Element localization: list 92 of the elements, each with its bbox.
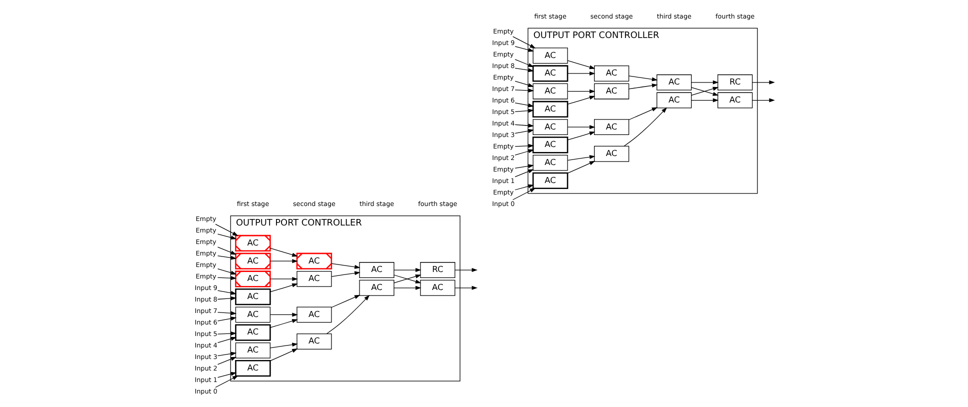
arrow xyxy=(269,348,298,362)
arrow xyxy=(216,290,236,295)
arrow xyxy=(628,76,658,82)
arrow xyxy=(216,352,236,356)
arrow xyxy=(514,80,534,88)
node-box: AC xyxy=(594,119,629,136)
arrow xyxy=(326,294,370,334)
arrow xyxy=(514,149,534,156)
node-box: AC xyxy=(420,280,455,296)
node-box: AC xyxy=(532,83,568,100)
node-box: AC xyxy=(358,280,394,296)
arrow xyxy=(752,98,774,102)
arrow xyxy=(512,188,536,200)
arrow xyxy=(269,259,298,264)
node-box: RC xyxy=(717,74,752,90)
node-box: AC xyxy=(656,74,692,90)
arrow xyxy=(623,107,667,146)
node-box: AC xyxy=(296,270,332,287)
node-box: AC xyxy=(234,324,270,341)
arrow xyxy=(690,98,718,102)
arrow xyxy=(514,128,534,134)
arrow xyxy=(216,356,236,365)
arrow xyxy=(514,46,534,52)
arrow xyxy=(214,376,238,388)
arrow xyxy=(628,107,658,120)
arrow xyxy=(690,80,718,84)
arrow xyxy=(514,169,534,178)
arrow xyxy=(752,80,774,84)
arrow xyxy=(514,108,534,113)
arrow xyxy=(566,160,595,174)
arrow xyxy=(393,268,421,272)
arrow xyxy=(216,255,236,260)
arrow xyxy=(514,68,534,72)
node-box: AC xyxy=(532,100,568,118)
arrow xyxy=(216,268,236,275)
arrow xyxy=(269,319,298,328)
arrow xyxy=(216,311,236,316)
arrow xyxy=(566,89,595,94)
node-box: AC xyxy=(594,83,629,100)
node-box: AC xyxy=(532,136,568,154)
arrow xyxy=(269,248,298,257)
arrow xyxy=(216,246,236,255)
node-box: RC xyxy=(420,262,455,278)
arrow xyxy=(566,60,595,70)
node-box: AC xyxy=(656,92,692,108)
node-box: AC xyxy=(532,65,568,82)
arrow xyxy=(216,234,236,240)
arrow xyxy=(454,286,478,290)
node-box: AC xyxy=(594,66,629,82)
arrow xyxy=(514,164,534,168)
arrow xyxy=(454,268,478,272)
arrow xyxy=(216,372,236,378)
node-box: AC xyxy=(532,48,568,64)
arrow xyxy=(514,144,534,148)
arrow xyxy=(216,336,236,344)
node-box: AC xyxy=(234,288,270,306)
arrow xyxy=(393,286,421,290)
arrow xyxy=(269,283,298,292)
arrow xyxy=(566,125,595,130)
arrow xyxy=(566,96,595,105)
arrow xyxy=(269,342,298,348)
arrow xyxy=(330,271,360,277)
arrow xyxy=(330,294,360,308)
node-box: AC xyxy=(358,262,394,278)
arrow xyxy=(330,263,360,269)
arrow xyxy=(216,316,236,322)
arrow xyxy=(512,36,536,48)
node-box: AC xyxy=(296,306,332,323)
node-box: AC xyxy=(532,154,568,171)
arrow xyxy=(216,331,236,336)
node-box: AC xyxy=(532,172,568,189)
arrow xyxy=(514,184,534,190)
arrow xyxy=(216,276,236,280)
arrow xyxy=(566,71,595,76)
node-box: AC xyxy=(234,306,270,323)
arrow xyxy=(628,84,658,90)
arrow xyxy=(514,59,534,68)
node-box: AC xyxy=(532,119,568,136)
arrow xyxy=(514,124,534,128)
arrow xyxy=(566,131,595,140)
arrow xyxy=(214,224,238,236)
arrow xyxy=(566,155,595,161)
arrow xyxy=(216,296,236,300)
arrow xyxy=(514,88,534,92)
arrow xyxy=(269,312,298,317)
arrow xyxy=(269,276,298,281)
node-box: AC xyxy=(296,334,332,350)
node-box: AC xyxy=(717,92,752,108)
node-box: AC xyxy=(234,360,270,377)
node-box: AC xyxy=(234,342,270,358)
node-box: AC xyxy=(594,146,629,162)
arrow xyxy=(514,102,534,108)
